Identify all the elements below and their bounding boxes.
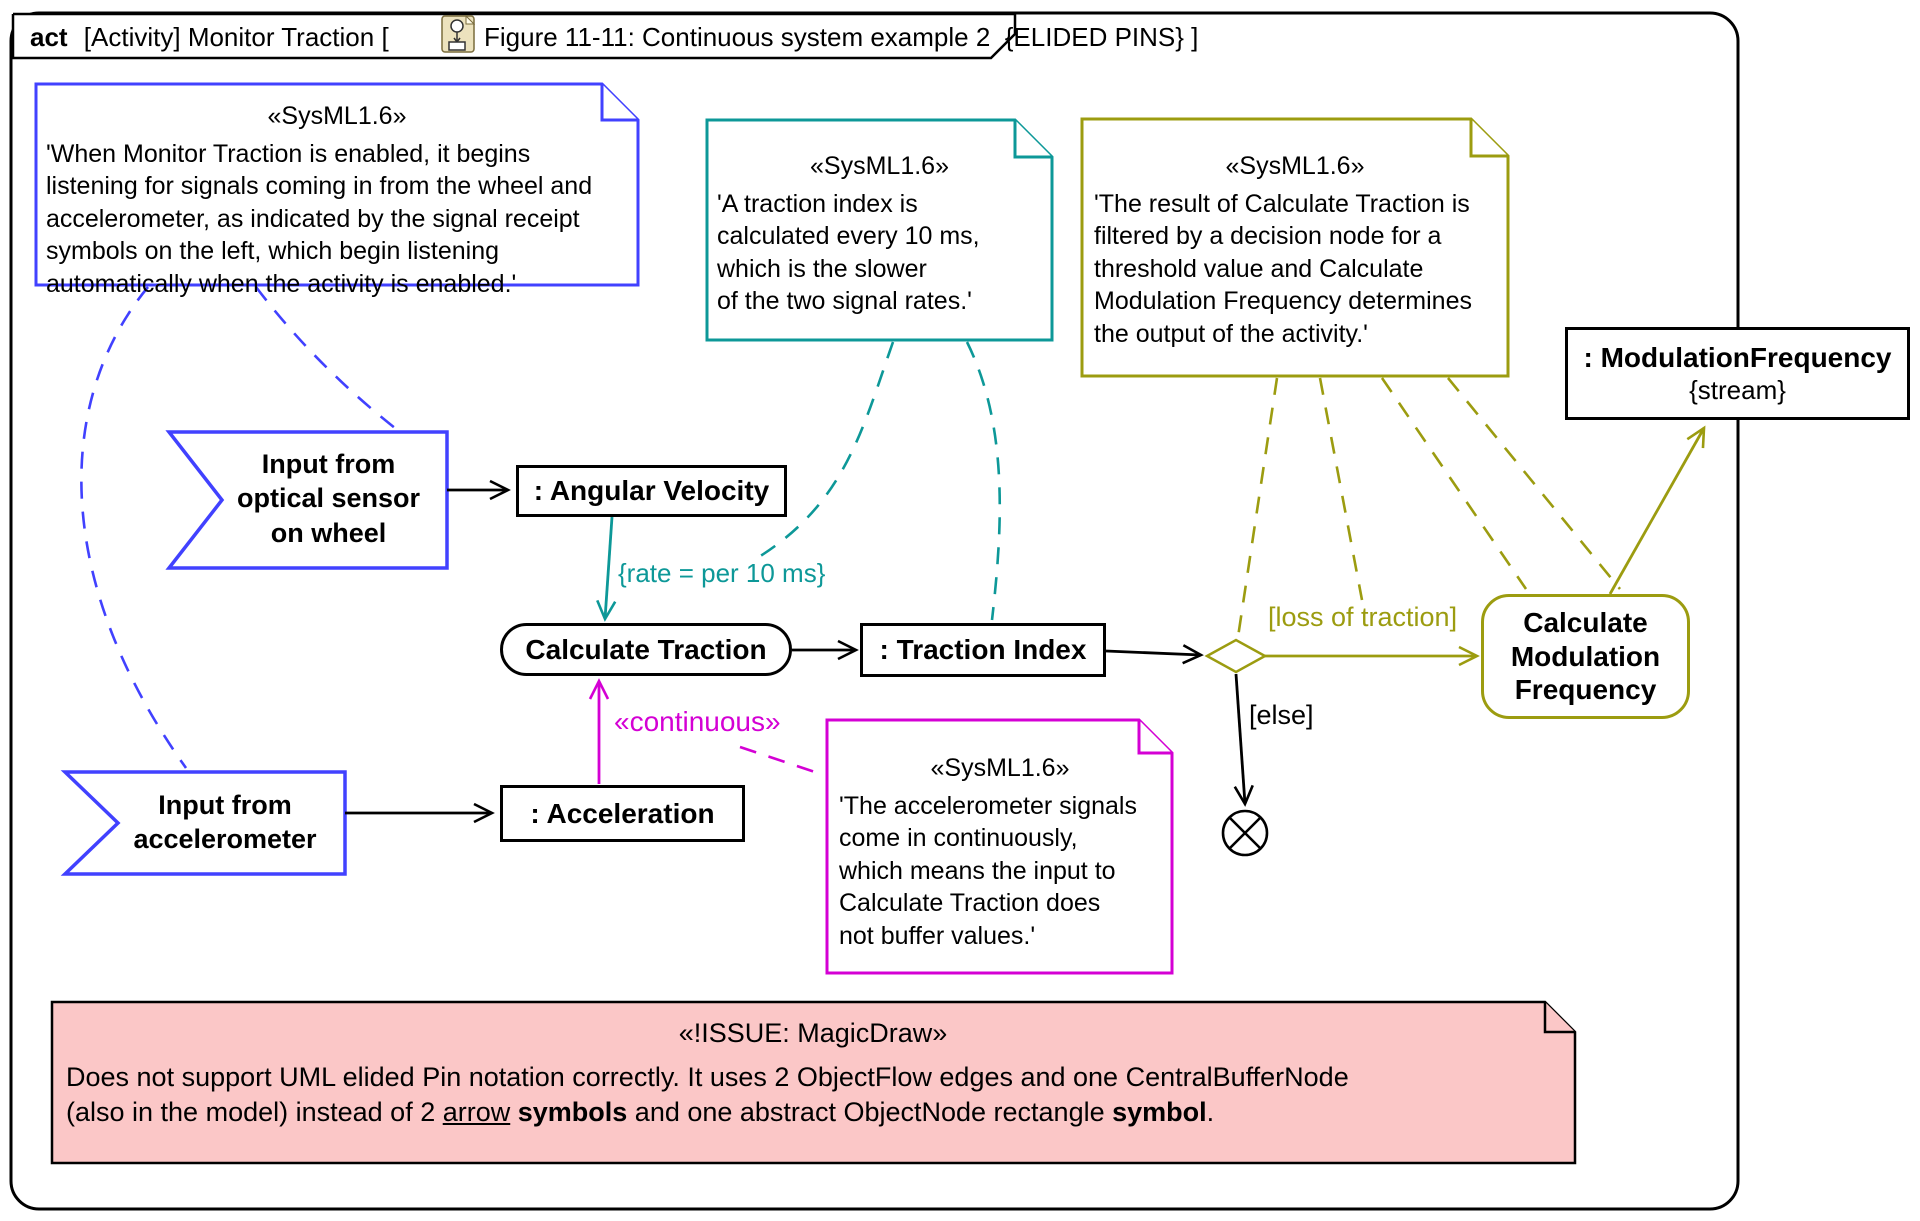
teal-note-connector-to-traction-index [965,341,1002,621]
magenta-note: «SysML1.6» 'The accelerometer signals co… [839,752,1161,952]
flow-final-node [1221,809,1269,857]
magenta-note-shape [825,718,1174,975]
olive-note: «SysML1.6» 'The result of Calculate Trac… [1094,150,1496,350]
blue-note-body: 'When Monitor Traction is enabled, it be… [46,139,593,298]
frame-title-tab [11,12,1017,60]
blue-note-shape [34,82,640,287]
teal-note: «SysML1.6» 'A traction index is calculat… [717,150,1042,318]
signal-optical-label: Input from optical sensor on wheel [236,449,421,548]
modulation-frequency-stream-constraint: {stream} [1689,374,1786,405]
traction-index-label: : Traction Index [879,634,1087,666]
olive-note-connector-to-guard-edge [1318,377,1364,601]
olive-note-stereotype: «SysML1.6» [1225,152,1365,180]
rate-constraint-label: {rate = per 10 ms} [618,558,826,588]
flow-traction-index-to-decision [1105,644,1204,665]
blue-note-stereotype: «SysML1.6» [267,102,407,130]
olive-note-shape [1080,117,1510,378]
else-guard-label: [else] [1249,700,1314,730]
frame-title-post: Figure 11-11: Continuous system example … [484,21,1199,52]
frame-title-pre: [Activity] Monitor Traction [ [76,21,389,52]
issue-note-shape [50,1000,1577,1165]
signal-receipt-optical-sensor [165,430,449,570]
object-node-angular-velocity: : Angular Velocity [516,465,787,517]
signal-accelerometer-label: Input from accelerometer [133,790,317,855]
olive-note-connector-to-decision [1236,377,1279,638]
teal-note-connector-to-rate-edge [753,341,895,562]
flow-calc-mod-freq-to-modulation-frequency [1608,425,1706,595]
activity-diagram-icon [398,0,476,91]
flow-angular-velocity-to-calculate-traction [596,516,617,622]
magenta-note-body: 'The accelerometer signals come in conti… [839,791,1137,950]
blue-note: «SysML1.6» 'When Monitor Traction is ena… [46,100,628,300]
object-node-acceleration: : Acceleration [500,785,745,842]
action-calculate-modulation-frequency: Calculate Modulation Frequency [1481,594,1690,719]
flow-decision-to-flow-final [1233,673,1254,807]
olive-note-connector-to-action-left [1380,377,1528,590]
magenta-note-connector-to-continuous-edge [739,745,825,777]
teal-note-stereotype: «SysML1.6» [810,152,949,180]
continuous-stereotype-label: «continuous» [614,706,781,737]
calculate-traction-label: Calculate Traction [525,633,767,665]
modulation-frequency-label: : ModulationFrequency [1583,342,1892,374]
angular-velocity-label: : Angular Velocity [533,475,770,507]
issue-note-stereotype: «!ISSUE: MagicDraw» [678,1018,948,1048]
action-calculate-traction: Calculate Traction [500,623,792,676]
loss-of-traction-guard-label: [loss of traction] [1268,602,1458,632]
issue-note-body: Does not support UML elided Pin notation… [66,1061,1349,1128]
blue-note-connector-to-accelerometer-signal [80,286,188,769]
teal-note-body: 'A traction index is calculated every 10… [717,189,980,316]
magenta-note-stereotype: «SysML1.6» [930,754,1070,782]
decision-node [1204,638,1268,674]
buffer-node-modulation-frequency: : ModulationFrequency {stream} [1565,327,1910,420]
frame-title: act [Activity] Monitor Traction [ Figure… [30,14,1199,57]
olive-note-body: 'The result of Calculate Traction is fil… [1094,189,1472,348]
acceleration-label: : Acceleration [530,797,715,829]
object-node-traction-index: : Traction Index [860,623,1106,677]
signal-receipt-accelerometer [60,770,347,876]
blue-note-connector-to-optical-signal [254,286,401,434]
issue-note: «!ISSUE: MagicDraw» Does not support UML… [66,1016,1560,1131]
olive-note-connector-to-action-right [1446,377,1622,590]
teal-note-shape [705,118,1054,342]
frame-title-keyword: act [30,21,68,52]
